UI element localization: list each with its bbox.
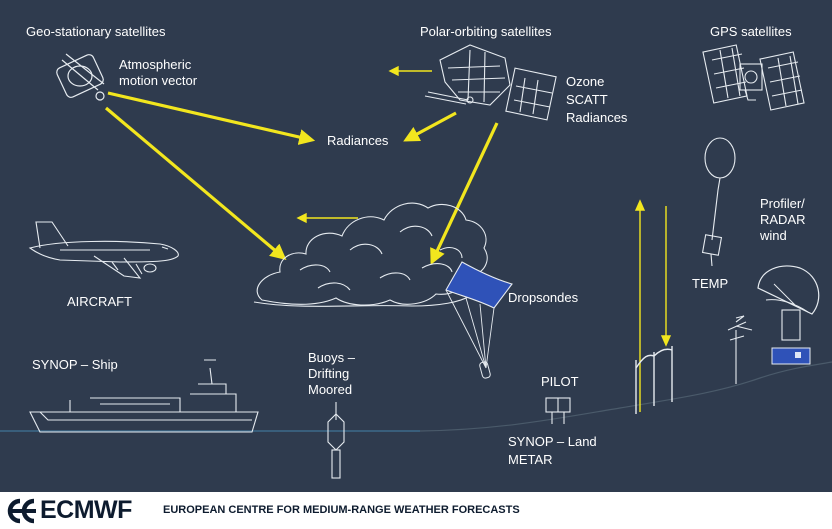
geostationary-satellite-icon (56, 53, 105, 101)
temp-balloon-icon (701, 137, 736, 267)
ship-icon (29, 359, 259, 433)
thin-arrows (296, 65, 672, 412)
arrow-polar-to-cloud (430, 122, 499, 265)
label-pilot: PILOT (541, 374, 579, 389)
label-ozone: Ozone (566, 74, 605, 89)
buoy-icon (327, 402, 345, 479)
arrow-geo-to-cloud (104, 106, 287, 261)
label-scatt: SCATT (566, 92, 608, 107)
cloud-icon (253, 202, 488, 307)
synop-station-icon (545, 397, 571, 424)
label-radiances: Radiances (327, 133, 389, 148)
observation-arrows (104, 91, 499, 265)
radar-dish-icon (757, 265, 820, 365)
label-geostationary-satellites: Geo-stationary satellites (26, 24, 166, 39)
gps-satellite-icon (702, 44, 805, 111)
land-line (419, 361, 832, 432)
label-radiances-polar: Radiances (566, 110, 628, 125)
polar-orbiting-satellite-icon (424, 44, 557, 121)
profiler-mast-icon (727, 315, 753, 384)
label-synop-land: SYNOP – Land (508, 434, 597, 449)
label-temp: TEMP (692, 276, 729, 291)
label-dropsondes: Dropsondes (508, 290, 579, 305)
ecmwf-logo-text: ECMWF (40, 496, 132, 524)
label-synop-ship: SYNOP – Ship (32, 357, 118, 372)
pilot-poles-icon (635, 346, 673, 414)
footer-title: EUROPEAN CENTRE FOR MEDIUM-RANGE WEATHER… (163, 504, 520, 516)
label-profiler-radar-wind: Profiler/ RADAR wind (760, 196, 806, 243)
label-metar: METAR (508, 452, 553, 467)
dropsonde-icon (445, 261, 513, 379)
aircraft-icon (28, 221, 179, 279)
label-buoys: Buoys – Drifting Moored (308, 350, 355, 397)
label-atmospheric-motion-vector: Atmospheric motion vector (119, 57, 198, 88)
label-aircraft: AIRCRAFT (67, 294, 132, 309)
label-polar-orbiting-satellites: Polar-orbiting satellites (420, 24, 552, 39)
arrow-geo-to-radiances (107, 91, 316, 145)
arrow-polar-to-radiances (403, 111, 457, 142)
ecmwf-logo-icon (7, 498, 36, 524)
footer-bar: ECMWF EUROPEAN CENTRE FOR MEDIUM-RANGE W… (0, 492, 832, 529)
label-gps-satellites: GPS satellites (710, 24, 792, 39)
